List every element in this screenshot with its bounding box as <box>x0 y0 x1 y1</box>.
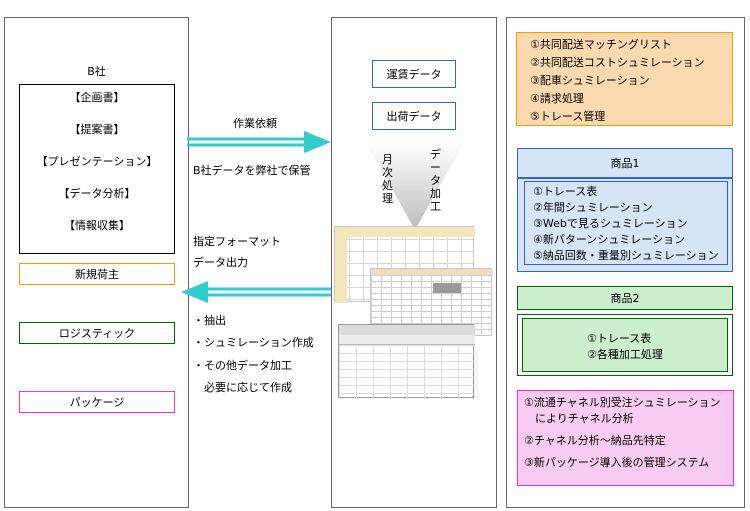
left-panel: B社 【企画書】 【提案書】 【プレゼンテーション】 【データ分析】 【情報収集… <box>4 17 189 508</box>
tag-new-shipper: 新規荷主 <box>19 263 175 285</box>
format-line-2: データ出力 <box>193 256 248 269</box>
package-item-1: ①流通チャネル別受注シュミレーション <box>524 396 721 409</box>
task-simulation: ・シュミレーション作成 <box>193 336 314 349</box>
service-item-5: ⑤トレース管理 <box>530 110 606 123</box>
doc-item-info-gathering: 【情報収集】 <box>64 219 130 232</box>
doc-item-data-analysis: 【データ分析】 <box>58 187 136 200</box>
doc-item-proposal: 【提案書】 <box>69 123 125 136</box>
package-item-2: ②チャネル分析～納品先特定 <box>524 434 666 447</box>
package-item-3: ③新パッケージ導入後の管理システム <box>524 456 710 469</box>
package-list-box: ①流通チャネル別受注シュミレーション によりチャネル分析 ②チャネル分析～納品先… <box>517 390 734 486</box>
product1-item-3: ③Webで見るシュミレーション <box>533 217 688 230</box>
format-line-1: 指定フォーマット <box>193 235 281 248</box>
product1-title: 商品1 <box>517 148 733 178</box>
tag-logistics: ロジスティック <box>19 322 175 344</box>
shipping-data-box: 出荷データ <box>372 102 456 130</box>
company-label: B社 <box>87 65 106 78</box>
product1-item-1: ①トレース表 <box>533 185 598 198</box>
product1-list-box: ①トレース表 ②年間シュミレーション ③Webで見るシュミレーション ④新パター… <box>517 178 733 272</box>
product1-item-4: ④新パターンシュミレーション <box>533 233 686 246</box>
service-list-box: ①共同配送マッチングリスト ②共同配送コストシュミレーション ③配車シュミレーシ… <box>516 32 733 126</box>
product2-item-1: ①トレース表 <box>587 332 652 345</box>
data-storage-label: B社データを弊社で保管 <box>193 164 311 177</box>
tag-package: パッケージ <box>19 391 175 413</box>
product2-item-2: ②各種加工処理 <box>587 348 663 361</box>
task-extract: ・抽出 <box>193 314 226 327</box>
package-item-1-cont: によりチャネル分析 <box>524 412 634 425</box>
task-as-needed: 必要に応じて作成 <box>193 381 292 394</box>
product1-item-5: ⑤納品回数・重量別シュミレーション <box>533 249 719 262</box>
product1-item-2: ②年間シュミレーション <box>533 201 653 214</box>
product2-list-box: ①トレース表 ②各種加工処理 <box>517 314 733 376</box>
doc-item-planning: 【企画書】 <box>69 91 125 104</box>
right-arrow-icon <box>187 131 331 153</box>
service-item-1: ①共同配送マッチングリスト <box>530 38 672 51</box>
monthly-process-label: 月次処理 <box>382 153 393 205</box>
doc-item-presentation: 【プレゼンテーション】 <box>36 155 158 168</box>
left-arrow-icon <box>181 281 332 303</box>
right-panel: ①共同配送マッチングリスト ②共同配送コストシュミレーション ③配車シュミレーシ… <box>506 17 745 508</box>
process-funnel-icon <box>367 144 463 230</box>
fare-data-box: 運賃データ <box>372 60 456 88</box>
work-request-label: 作業依頼 <box>233 117 277 130</box>
service-item-4: ④請求処理 <box>530 92 584 105</box>
center-panel: 運賃データ 出荷データ 月次処理 データ加工 <box>331 17 497 508</box>
data-processing-label: データ加工 <box>430 148 441 213</box>
task-other-processing: ・その他データ加工 <box>193 359 292 372</box>
document-list-box: 【企画書】 【提案書】 【プレゼンテーション】 【データ分析】 【情報収集】 <box>19 84 175 254</box>
service-item-3: ③配車シュミレーション <box>530 74 650 87</box>
spreadsheet-thumbnail-3 <box>338 324 475 399</box>
service-item-2: ②共同配送コストシュミレーション <box>530 56 705 69</box>
product2-title: 商品2 <box>517 286 733 310</box>
